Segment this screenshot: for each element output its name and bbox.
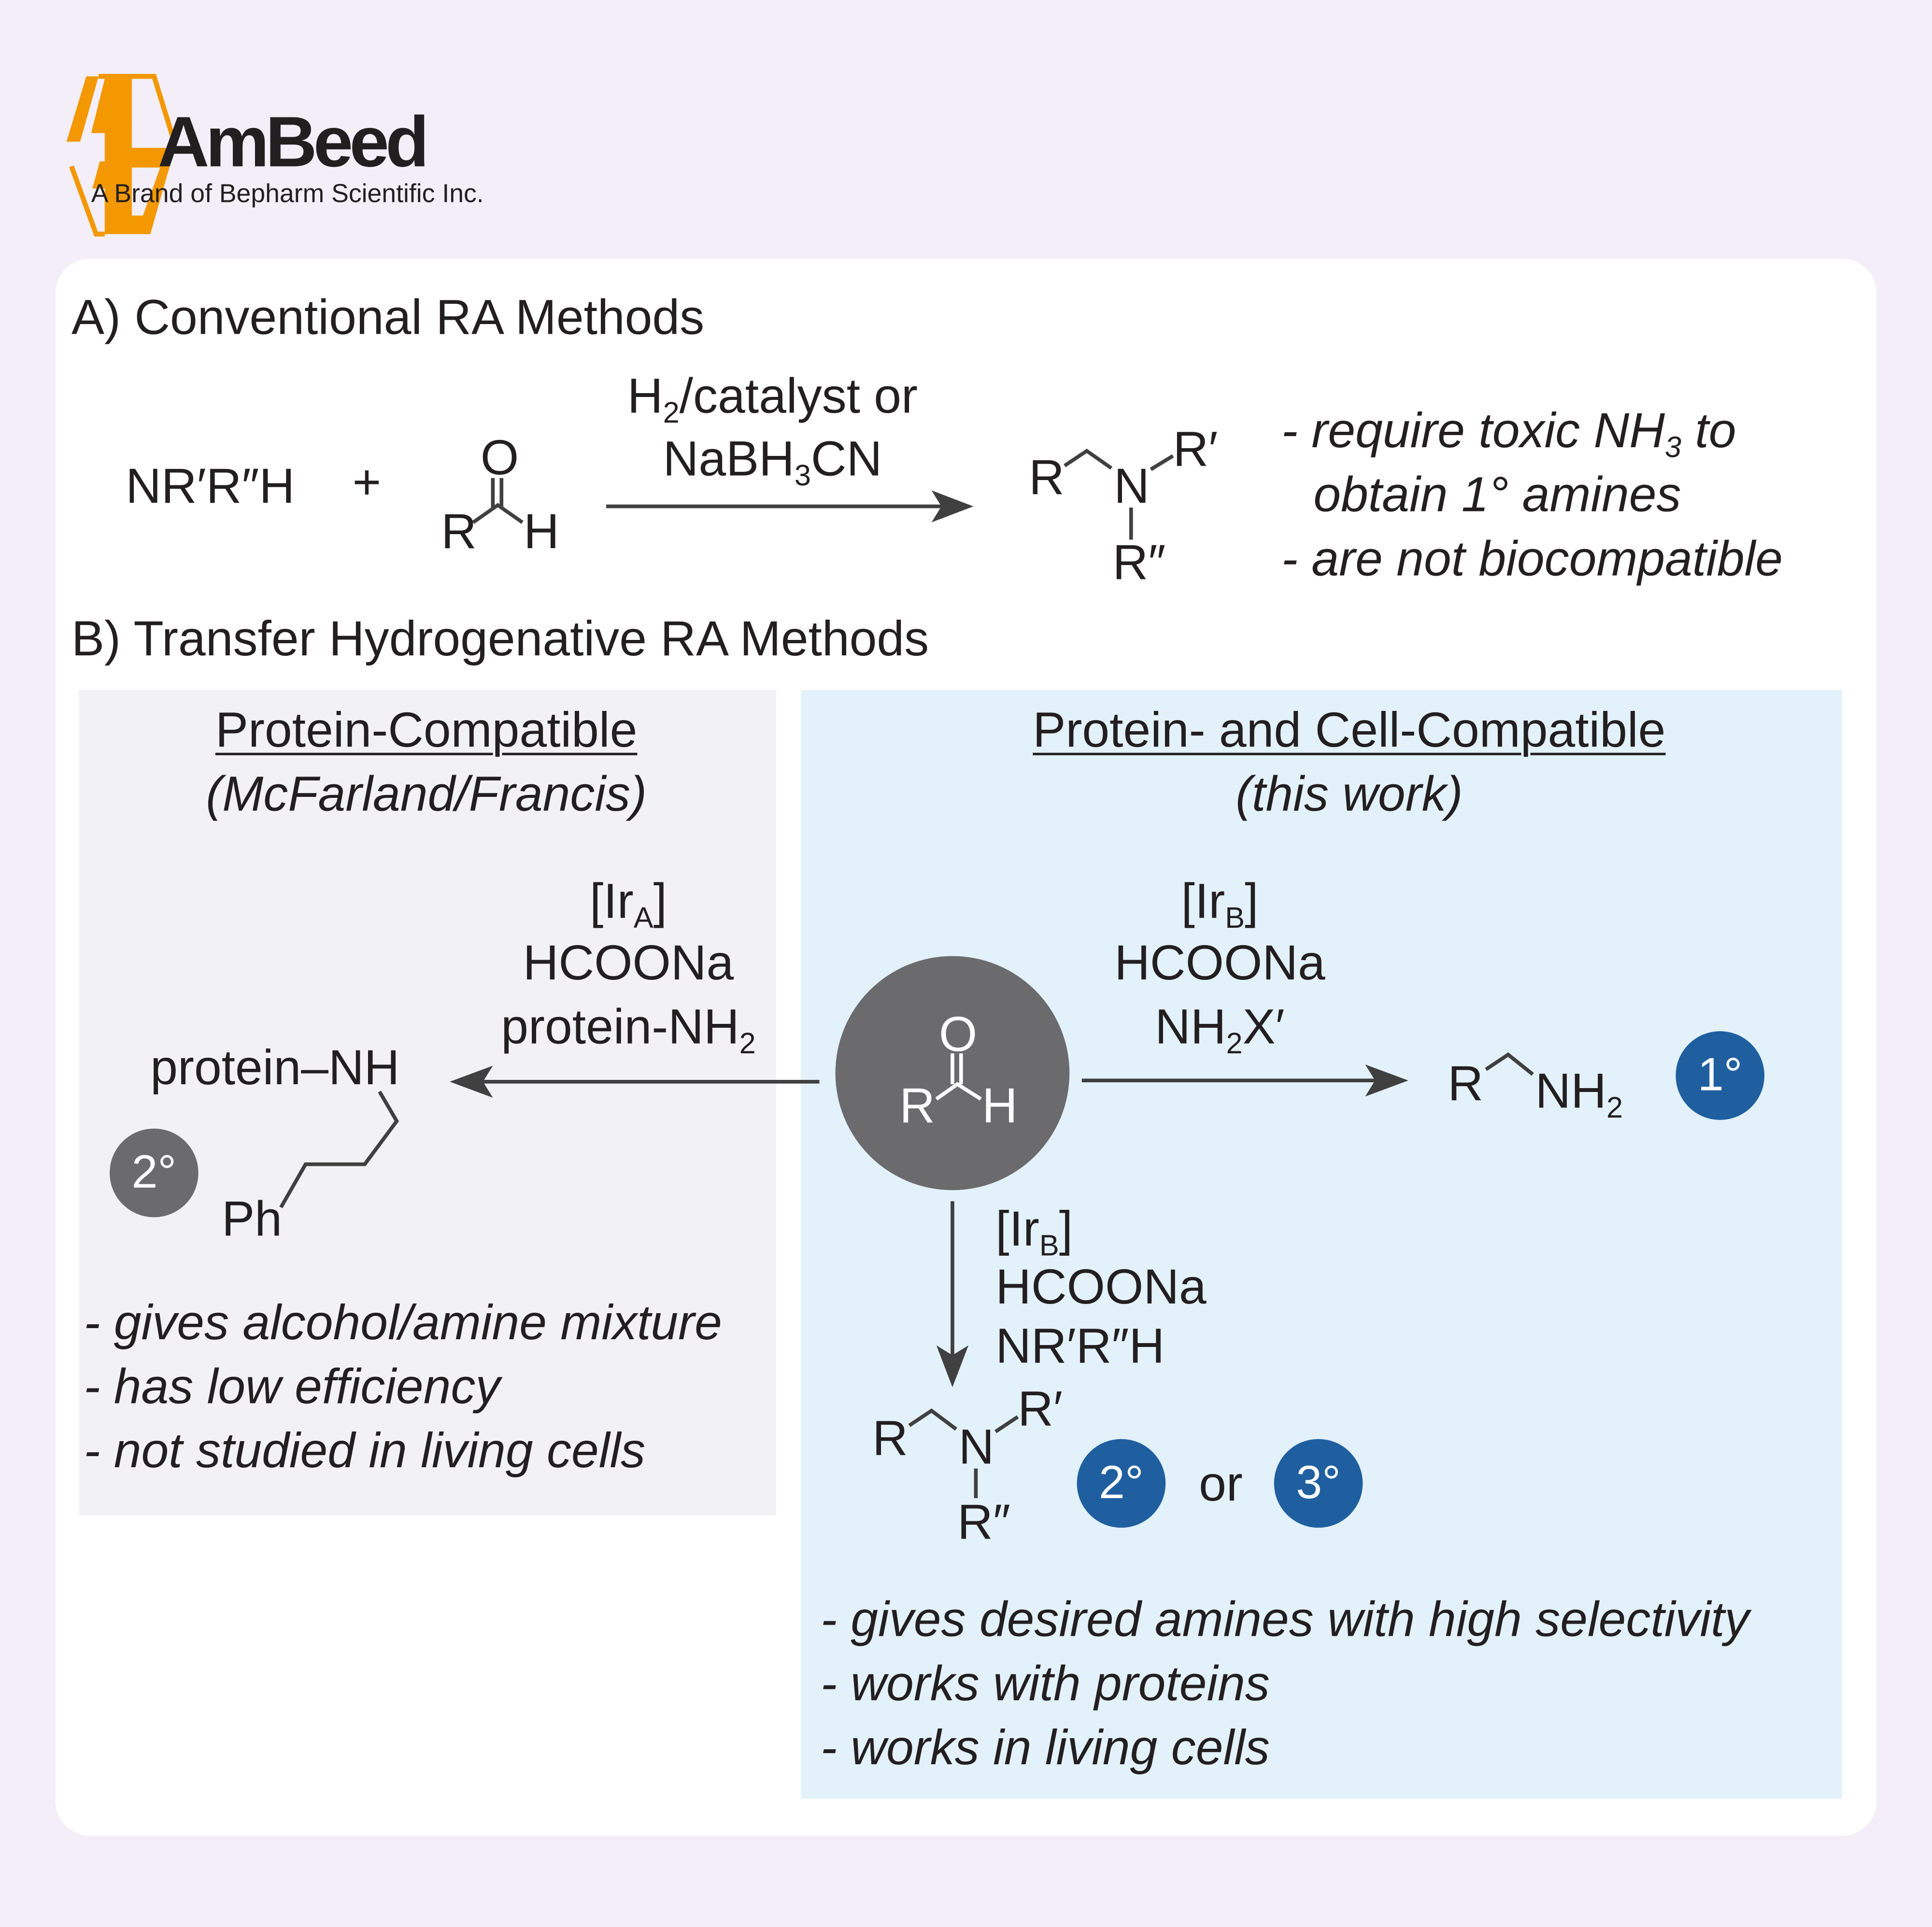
- subscript: 3: [794, 459, 811, 493]
- product-r: R: [1029, 451, 1065, 505]
- text: X′: [1242, 1000, 1285, 1055]
- ambeed-logo-icon: [66, 74, 178, 237]
- right-subheading: (this work): [1236, 767, 1463, 822]
- text: - require toxic NH: [1281, 404, 1665, 458]
- subscript: 2: [663, 397, 680, 430]
- amine-reactant: NR′R″H: [126, 459, 295, 514]
- secondary-product-r2: R″: [957, 1495, 1010, 1550]
- right-note-2: - works with proteins: [820, 1657, 1270, 1712]
- left-note-2: - has low efficiency: [84, 1360, 500, 1415]
- center-aldehyde-h: H: [982, 1079, 1018, 1134]
- secondary-product-r: R: [872, 1412, 908, 1466]
- text: H: [627, 369, 663, 424]
- text: CN: [810, 432, 882, 487]
- subscript: 2: [1226, 1027, 1243, 1061]
- left-subheading: (McFarland/Francis): [206, 767, 647, 822]
- aldehyde-h: H: [524, 505, 559, 560]
- note-a2: obtain 1° amines: [1313, 468, 1681, 523]
- down-amine: NR′R″H: [995, 1319, 1165, 1374]
- protein-product: protein–NH: [150, 1041, 400, 1095]
- center-aldehyde-o: O: [938, 1007, 978, 1062]
- right-catalyst: [IrB]: [1181, 875, 1259, 933]
- text: NaBH: [663, 432, 795, 487]
- secondary-badge: 2°: [1077, 1439, 1166, 1528]
- primary-product-r: R: [1448, 1057, 1484, 1112]
- brand-tagline: A Brand of Bepharm Scientific Inc.: [91, 180, 484, 209]
- right-note-3: - works in living cells: [820, 1721, 1270, 1775]
- down-reagent: HCOONa: [995, 1260, 1207, 1315]
- text: protein-NH: [501, 1000, 739, 1055]
- aldehyde-o: O: [480, 431, 519, 486]
- text: NH: [1155, 1000, 1226, 1055]
- conditions-line1: H2/catalyst or: [627, 369, 918, 428]
- note-a1: - require toxic NH3 to: [1281, 404, 1736, 463]
- section-a-title: A) Conventional RA Methods: [71, 291, 705, 345]
- secondary-badge-gray: 2°: [110, 1128, 199, 1218]
- brand-name: AmBeed: [157, 102, 429, 183]
- left-amine: protein-NH2: [501, 1000, 755, 1059]
- primary-product-nh2: NH2: [1535, 1064, 1623, 1123]
- text: [Ir: [1181, 875, 1225, 929]
- note-a3: - are not biocompatible: [1281, 532, 1783, 587]
- text: to: [1681, 404, 1736, 458]
- product-r2: R″: [1112, 536, 1166, 590]
- text: ]: [1059, 1202, 1073, 1257]
- plus-sign: +: [352, 455, 382, 510]
- phenyl-label: Ph: [222, 1192, 283, 1247]
- subscript: A: [633, 902, 653, 935]
- down-catalyst: [IrB]: [995, 1202, 1073, 1261]
- left-heading: Protein-Compatible: [215, 703, 638, 758]
- subscript: 2: [1606, 1091, 1623, 1125]
- left-catalyst: [IrA]: [590, 875, 667, 933]
- secondary-product-n: N: [958, 1420, 994, 1475]
- subscript: B: [1039, 1229, 1059, 1263]
- text: NH: [1535, 1064, 1606, 1119]
- text: /catalyst or: [679, 369, 918, 424]
- primary-badge: 1°: [1676, 1031, 1765, 1120]
- product-n: N: [1114, 459, 1150, 514]
- cell-compatible-panel: [801, 690, 1842, 1799]
- left-note-3: - not studied in living cells: [84, 1424, 646, 1479]
- secondary-product-r1: R′: [1018, 1382, 1063, 1437]
- text: ]: [1245, 875, 1259, 929]
- conditions-line2: NaBH3CN: [663, 432, 882, 491]
- or-label: or: [1199, 1457, 1243, 1512]
- center-aldehyde-r: R: [899, 1079, 935, 1134]
- product-r1: R′: [1173, 422, 1218, 477]
- text: [Ir: [995, 1202, 1039, 1257]
- right-note-1: - gives desired amines with high selecti…: [820, 1593, 1749, 1647]
- left-note-1: - gives alcohol/amine mixture: [84, 1296, 722, 1350]
- right-reagent: HCOONa: [1114, 936, 1325, 991]
- text: [Ir: [590, 875, 634, 929]
- right-heading: Protein- and Cell-Compatible: [1033, 703, 1666, 758]
- aldehyde-r: R: [441, 505, 477, 560]
- left-reagent: HCOONa: [523, 936, 734, 991]
- subscript: 3: [1664, 431, 1681, 465]
- subscript: B: [1225, 902, 1245, 935]
- section-b-title: B) Transfer Hydrogenative RA Methods: [71, 612, 929, 667]
- subscript: 2: [739, 1027, 756, 1061]
- tertiary-badge: 3°: [1274, 1439, 1363, 1528]
- protein-compatible-panel: [79, 690, 777, 1516]
- text: ]: [653, 875, 667, 929]
- right-amine: NH2X′: [1155, 1000, 1285, 1059]
